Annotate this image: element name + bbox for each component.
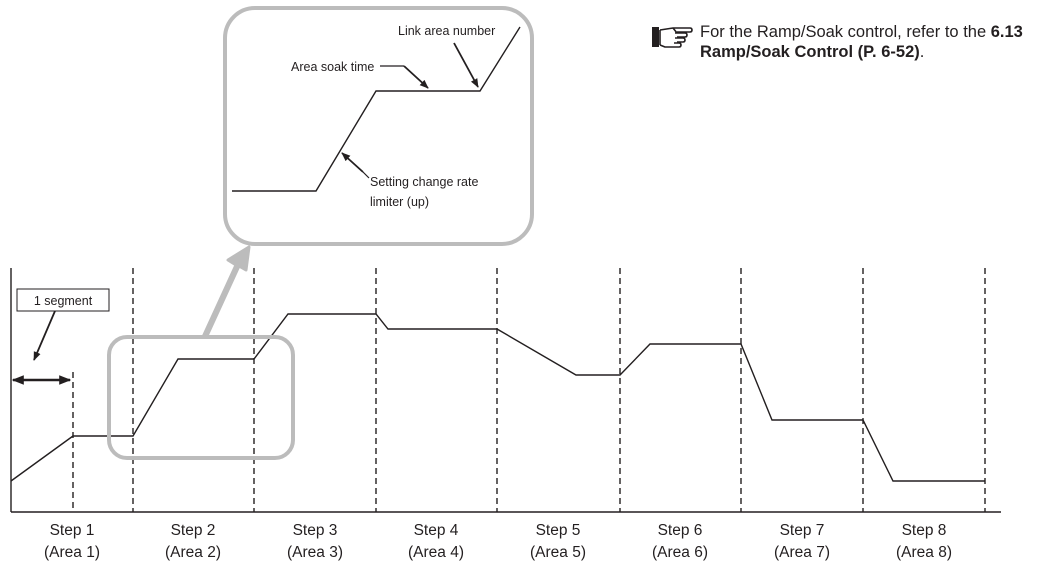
area-label: (Area 1) [44, 544, 100, 561]
note-text-after: . [919, 43, 925, 61]
note-text-before: For the Ramp/Soak control, refer to the [700, 23, 991, 41]
step-labels: Step 1 (Area 1) Step 2 (Area 2) Step 3 (… [44, 522, 952, 561]
soak-time-arrow [403, 65, 429, 89]
link-area-number-label: Link area number [398, 24, 495, 38]
step-label: Step 3 [293, 522, 338, 539]
rate-limiter-arrow [341, 152, 364, 173]
pointing-hand-icon [652, 27, 693, 48]
step-label: Step 2 [171, 522, 216, 539]
segment-leader [33, 310, 56, 361]
link-area-arrow [453, 42, 479, 88]
rate-limiter-label-1: Setting change rate [370, 175, 478, 189]
area-label: (Area 2) [165, 544, 221, 561]
segment-label-box [16, 288, 110, 312]
reference-link[interactable]: 6.13 Ramp/Soak Control (P. 6-52) [700, 23, 1023, 61]
step-label: Step 7 [780, 522, 825, 539]
area-label: (Area 3) [287, 544, 343, 561]
reference-note-text: For the Ramp/Soak control, refer to the … [700, 22, 1040, 62]
area-label: (Area 5) [530, 544, 586, 561]
segment-label: 1 segment [34, 294, 93, 308]
step-label: Step 5 [536, 522, 581, 539]
area-label: (Area 7) [774, 544, 830, 561]
zoom-highlight-box [107, 335, 295, 460]
zoom-connector [201, 245, 251, 339]
rate-limiter-leader [362, 171, 370, 179]
ramp-soak-profile [10, 313, 985, 482]
area-label: (Area 8) [896, 544, 952, 561]
step-label: Step 1 [50, 522, 95, 539]
rate-limiter-label-2: limiter (up) [370, 195, 429, 209]
area-soak-time-label: Area soak time [291, 60, 374, 74]
area-label: (Area 6) [652, 544, 708, 561]
step-dividers [72, 268, 986, 512]
zoom-detail-box [223, 6, 534, 246]
step-label: Step 4 [414, 522, 459, 539]
step-label: Step 6 [658, 522, 703, 539]
area-label: (Area 4) [408, 544, 464, 561]
step-label: Step 8 [902, 522, 947, 539]
zoom-profile [232, 26, 521, 192]
